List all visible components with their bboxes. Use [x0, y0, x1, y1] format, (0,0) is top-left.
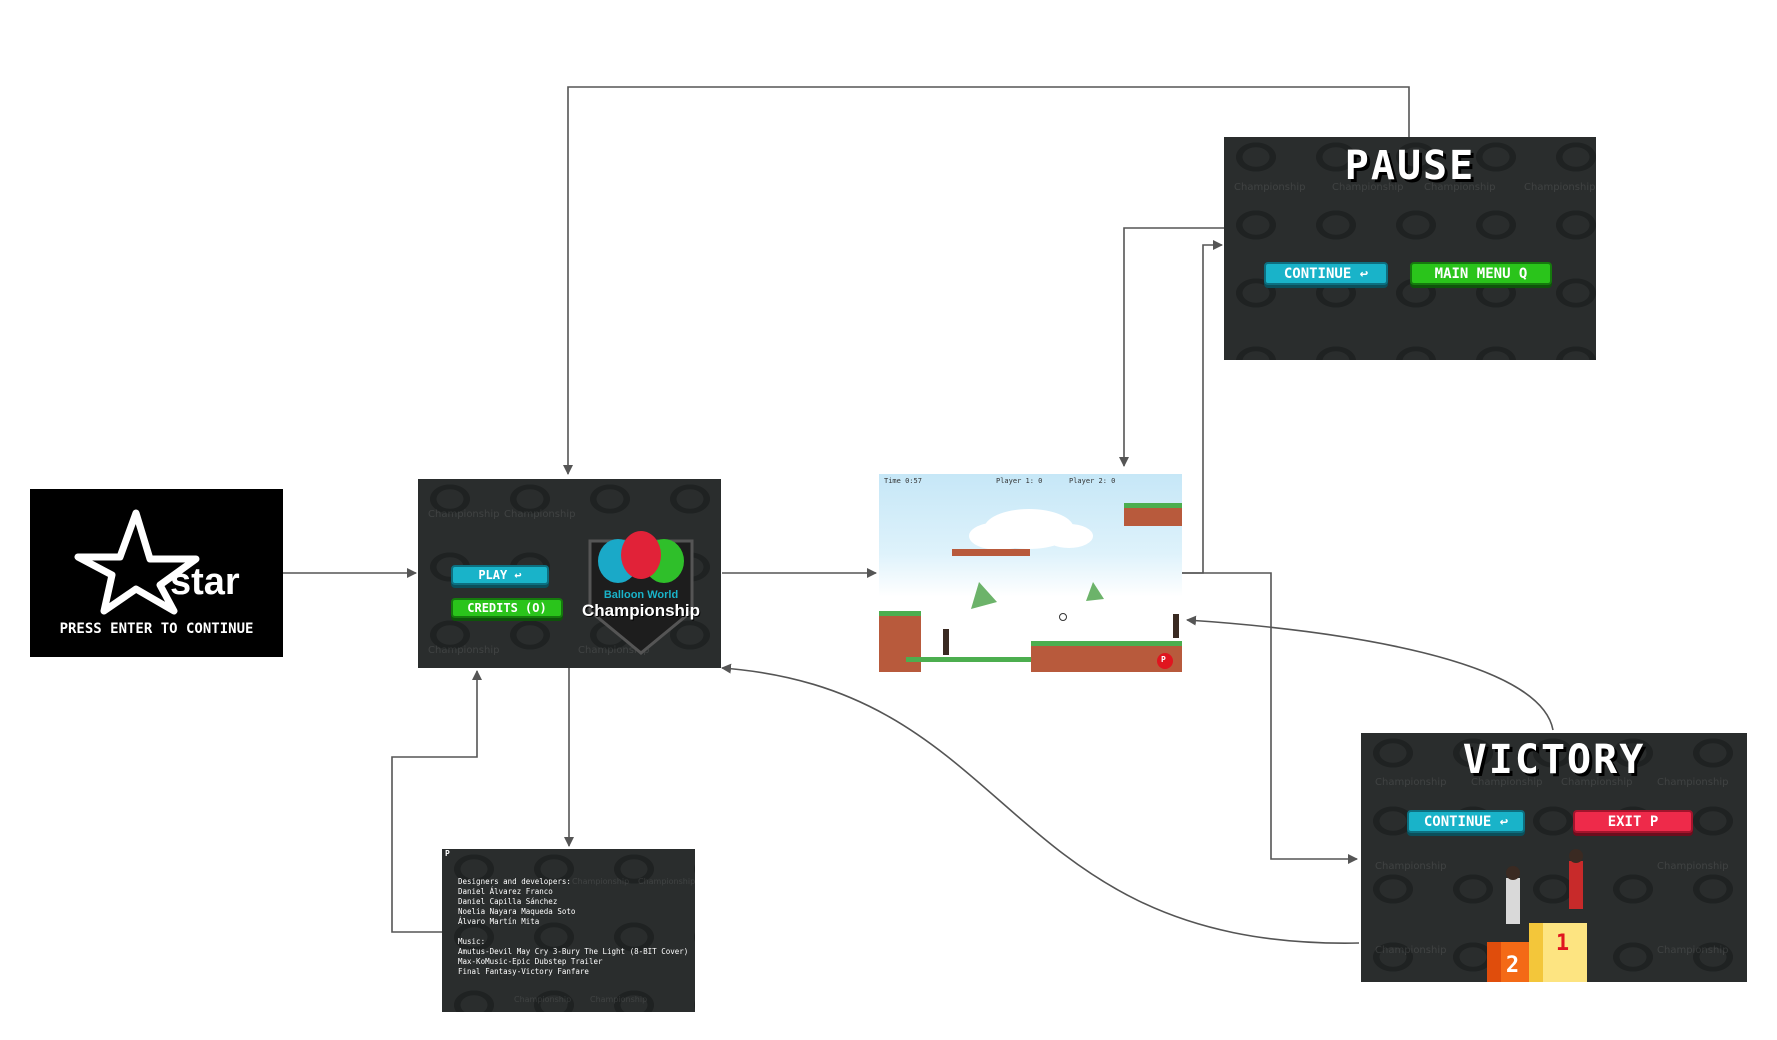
arrow-pause-to-menu: [563, 86, 1410, 475]
watermark-text: Championship: [1524, 182, 1596, 193]
watermark-text: Championship: [1657, 777, 1729, 788]
floating-platform: [952, 549, 1030, 556]
pause-title: PAUSE: [1344, 143, 1476, 189]
play-button[interactable]: PLAY ↩: [451, 565, 549, 585]
platform-dirt: [1124, 508, 1182, 526]
splash-screen: star PRESS ENTER TO CONTINUE: [30, 489, 283, 657]
music-heading: Music:: [458, 937, 486, 946]
main-menu-screen: Championship Championship Championship C…: [418, 479, 721, 668]
watermark-text: Championship: [1424, 182, 1496, 193]
arrow-pause-to-game: [1119, 227, 1228, 467]
splash-prompt: PRESS ENTER TO CONTINUE: [59, 621, 254, 637]
shield-balloons-icon: [588, 531, 694, 655]
logo-line-1: Balloon World: [603, 589, 679, 601]
ground-dirt: [1031, 646, 1182, 672]
arrow-game-to-victory: [1182, 572, 1358, 864]
credits-screen: Championship Championship Championship C…: [442, 849, 695, 1012]
victory-title: VICTORY: [1462, 737, 1646, 783]
music-track: Max-KoMusic-Epic Dubstep Trailer: [458, 957, 603, 966]
pause-screen: Championship Championship Championship C…: [1224, 137, 1596, 360]
pause-badge: [1157, 653, 1173, 669]
player2-score: Player 2: 0: [1069, 477, 1116, 485]
pause-continue-button[interactable]: CONTINUE ↩: [1264, 262, 1388, 285]
splash-logo-text: star: [170, 561, 240, 603]
game-scene: [879, 503, 1182, 672]
victory-screen: Championship Championship Championship C…: [1361, 733, 1747, 982]
credits-name: Daniel Capilla Sánchez: [458, 897, 558, 906]
gameplay-screen: Time 0:57 Player 1: 0 Player 2: 0 P: [879, 474, 1182, 672]
ground-grass: [906, 657, 1046, 662]
ground-grass: [1031, 641, 1182, 646]
watermark-text: Championship: [1375, 945, 1447, 956]
podium: [1487, 849, 1587, 982]
podium-first-side: [1529, 923, 1543, 982]
watermark-text: Championship: [1471, 777, 1543, 788]
player-2-sprite: [1173, 614, 1179, 638]
hill: [971, 582, 997, 609]
watermark-text: Championship: [1657, 861, 1729, 872]
arrow-credits-to-menu: [391, 670, 482, 933]
player-1-sprite: [943, 629, 949, 655]
ground-grass: [879, 611, 921, 616]
credits-name: Álvaro Martín Mita: [458, 917, 540, 926]
first-place-label: 1: [1555, 931, 1571, 956]
watermark-text: Championship: [1375, 861, 1447, 872]
pause-hint[interactable]: P: [1161, 655, 1166, 664]
player-sprite-second: [1506, 878, 1520, 924]
victory-continue-button[interactable]: CONTINUE ↩: [1407, 810, 1525, 833]
watermark-text: Championship: [1561, 777, 1633, 788]
player-head: [1569, 849, 1583, 863]
arrow-game-to-pause: [1182, 240, 1223, 574]
watermark-text: Championship: [1234, 182, 1306, 193]
music-track: Final Fantasy-Victory Fanfare: [458, 967, 589, 976]
credits-name: Noelia Nayara Maqueda Soto: [458, 907, 576, 916]
balloon-target: [1059, 613, 1067, 621]
watermark-text: Championship: [428, 509, 500, 520]
watermark-text: Championship: [1332, 182, 1404, 193]
watermark-text: Championship: [1657, 945, 1729, 956]
cloud: [1045, 524, 1093, 548]
game-logo: Balloon World Championship: [580, 521, 702, 661]
hill: [1086, 582, 1104, 601]
player1-score: Player 1: 0: [996, 477, 1043, 485]
watermark-text: Championship: [1375, 777, 1447, 788]
credits-heading: Designers and developers:: [458, 877, 571, 886]
watermark-text: Championship: [514, 995, 572, 1004]
watermark-text: Championship: [638, 877, 695, 886]
watermark-text: Championship: [578, 645, 650, 656]
podium-second-side: [1487, 942, 1501, 982]
star-logo-icon: [74, 509, 200, 615]
platform-grass: [1124, 503, 1182, 508]
credits-button[interactable]: CREDITS (O): [451, 598, 563, 618]
watermark-text: Championship: [428, 645, 500, 656]
watermark-text: Championship: [590, 995, 648, 1004]
time-readout: Time 0:57: [884, 477, 922, 485]
credits-name: Daniel Álvarez Franco: [458, 887, 553, 896]
credits-text: Designers and developers: Daniel Álvarez…: [458, 877, 688, 977]
watermark-text: Championship: [572, 877, 630, 886]
arrow-victory-to-menu: [721, 663, 1360, 944]
ground-dirt: [879, 616, 921, 672]
music-track: Amutus-Devil May Cry 3-Bury The Light (8…: [458, 947, 689, 956]
second-place-label: 2: [1505, 953, 1521, 978]
player-head: [1506, 866, 1520, 880]
podium-first: [1541, 923, 1587, 982]
logo-line-2: Championship: [581, 601, 701, 620]
cloud: [969, 522, 1029, 550]
main-menu-button[interactable]: MAIN MENU Q: [1410, 262, 1552, 285]
exit-button[interactable]: EXIT P: [1573, 810, 1693, 833]
watermark-text: Championship: [504, 509, 576, 520]
credits-corner-hint[interactable]: P: [445, 849, 450, 858]
arrow-victory-to-game: [1186, 615, 1554, 731]
player-sprite-first: [1569, 861, 1583, 909]
